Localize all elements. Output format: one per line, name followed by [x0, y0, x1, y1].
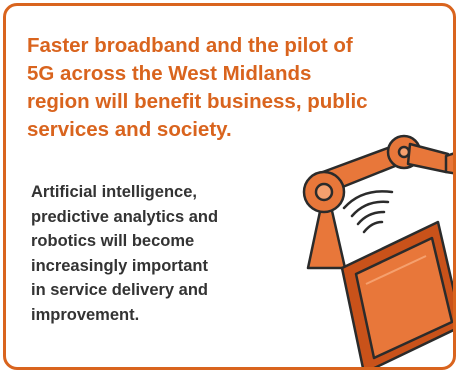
headline-line: 5G across the West Midlands [27, 62, 312, 85]
body-line: improvement. [31, 305, 140, 324]
robot-arm-icon [302, 134, 453, 270]
headline-line: services and society. [27, 118, 232, 141]
tablet-device-icon [340, 220, 453, 367]
body-line: robotics will become [31, 232, 195, 250]
headline-line: region will benefit business, public [27, 90, 368, 113]
body-line: increasingly important [31, 256, 208, 275]
body-line: in service delivery and [31, 281, 209, 299]
body-line: Artificial intelligence, [31, 183, 197, 201]
body-line: predictive analytics and [31, 207, 219, 226]
robotics-illustration [302, 134, 453, 367]
wireless-signal-icon [342, 190, 394, 234]
info-card: Faster broadband and the pilot of 5G acr… [3, 3, 456, 370]
headline-line: Faster broadband and the pilot of [27, 34, 353, 57]
body-paragraph: Artificial intelligence, predictive anal… [31, 180, 281, 327]
headline: Faster broadband and the pilot of 5G acr… [27, 32, 427, 144]
